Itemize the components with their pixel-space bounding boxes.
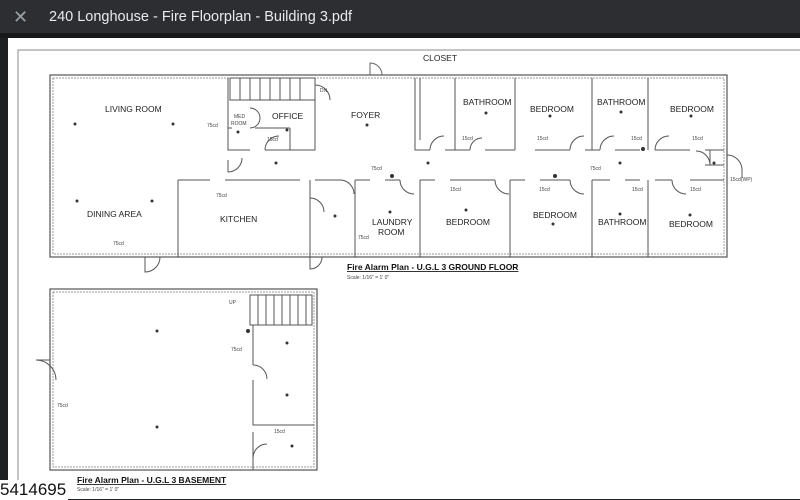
strobe-note: 75cd (358, 235, 369, 241)
room-label-med: MED (234, 114, 246, 120)
strobe-note: 75cd (113, 241, 124, 247)
room-label-kitchen: KITCHEN (220, 214, 257, 224)
strobe-note: 15cd (274, 429, 285, 435)
room-label-laundry: LAUNDRY (372, 217, 413, 227)
viewer-toolbar: ✕ 240 Longhouse - Fire Floorplan - Build… (0, 0, 800, 33)
room-label-bedroom-2: BEDROOM (670, 104, 714, 114)
ground-floor-title: Fire Alarm Plan - U.G.L 3 GROUND FLOOR (347, 262, 518, 272)
pdf-page[interactable] (8, 38, 800, 499)
room-label-bathroom-1: BATHROOM (463, 97, 511, 107)
basement-plan (35, 288, 318, 471)
document-title: 240 Longhouse - Fire Floorplan - Buildin… (49, 8, 353, 25)
strobe-note: 75cd (231, 347, 242, 353)
room-label-laundry-room: ROOM (378, 227, 404, 237)
room-label-dining-area: DINING AREA (87, 209, 142, 219)
strobe-note: 75cd (371, 166, 382, 172)
room-label-foyer: FOYER (351, 110, 380, 120)
room-label-bedroom-1: BEDROOM (530, 104, 574, 114)
stair-direction-label: DN (320, 88, 328, 94)
strobe-note: 15cd (450, 187, 461, 193)
room-label-bathroom-3: BATHROOM (598, 217, 646, 227)
strobe-note: 15cd (692, 136, 703, 142)
stair-direction-label: UP (229, 300, 237, 306)
strobe-note: 15cd (690, 187, 701, 193)
strobe-note: 75cd (57, 403, 68, 409)
strobe-note: 15cd (537, 136, 548, 142)
basement-title: Fire Alarm Plan - U.G.L 3 BASEMENT (77, 475, 227, 485)
room-label-bathroom-2: BATHROOM (597, 97, 645, 107)
strobe-note: 75cd (216, 193, 227, 199)
ground-floor-plan (49, 62, 743, 273)
room-label-bedroom-5: BEDROOM (669, 219, 713, 229)
room-label-office: OFFICE (272, 111, 303, 121)
room-label-closet: CLOSET (423, 53, 457, 63)
strobe-note: 75cd (590, 166, 601, 172)
strobe-note: 15cd (539, 187, 550, 193)
strobe-note: 75cd (207, 123, 218, 129)
strobe-note: 15cd (267, 137, 278, 143)
room-label-med-room: ROOM (231, 121, 247, 127)
strobe-note: 15cd (462, 136, 473, 142)
ground-floor-scale: Scale: 1/16" = 1' 0" (347, 275, 389, 281)
close-icon[interactable]: ✕ (13, 6, 29, 27)
room-label-bedroom-3: BEDROOM (446, 217, 490, 227)
room-label-bedroom-4: BEDROOM (533, 210, 577, 220)
strobe-note: 15cd (632, 187, 643, 193)
basement-scale: Scale: 1/16" = 1' 0" (77, 487, 119, 493)
room-label-living-room: LIVING ROOM (105, 104, 162, 114)
strobe-note-weatherproof: 15cd(WP) (730, 177, 753, 183)
page-border (17, 49, 800, 499)
strobe-note: 15cd (631, 136, 642, 142)
toolbar-divider (0, 33, 800, 38)
listing-id-watermark: 5414695 (0, 480, 69, 500)
